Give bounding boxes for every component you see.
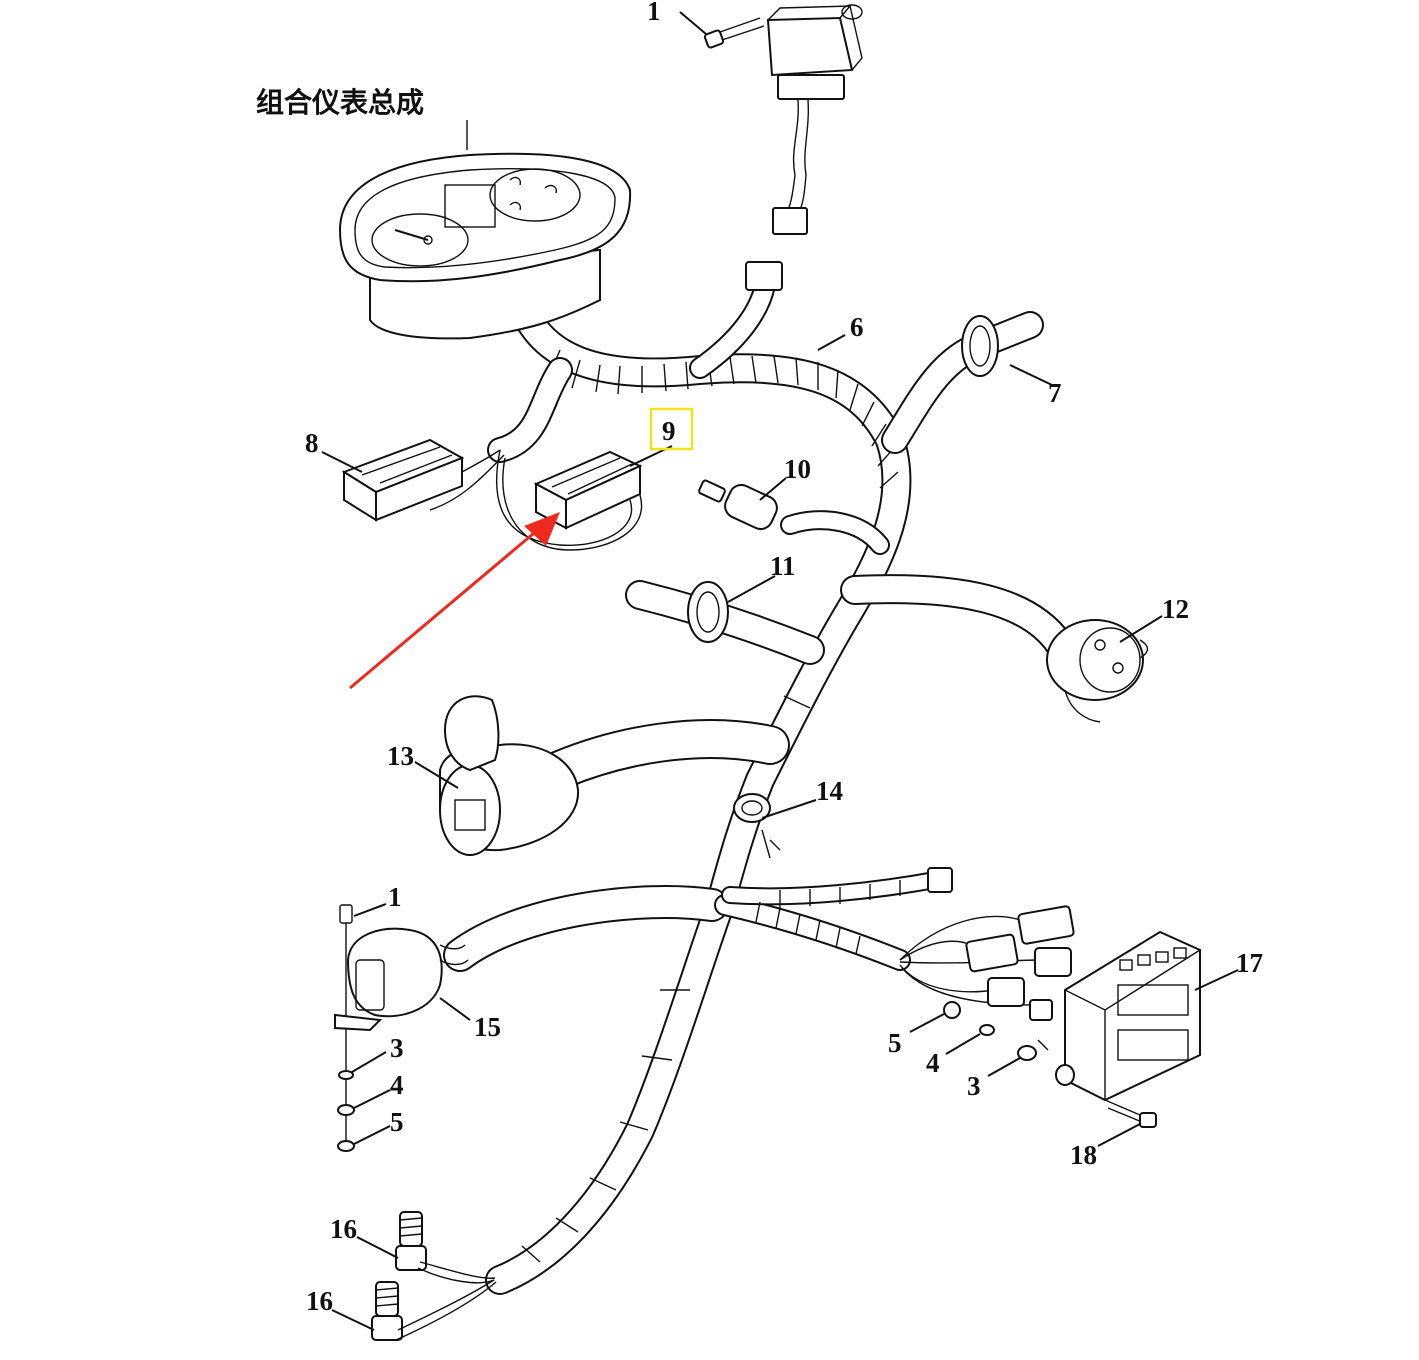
cluster-title: 组合仪表总成	[256, 86, 424, 119]
part-label-16-upper: 16	[330, 1214, 357, 1244]
instrument-cluster	[338, 120, 632, 340]
part-label-4-left: 4	[390, 1070, 404, 1100]
pressure-switch-16-upper	[395, 1211, 496, 1284]
part-label-7: 7	[1048, 378, 1062, 408]
bolt-icon	[679, 11, 765, 49]
relay-15	[334, 904, 469, 1152]
branch-to-top-connector	[689, 261, 783, 379]
part-label-3-right: 3	[967, 1071, 981, 1101]
switch-panel-8	[341, 438, 465, 522]
fuse-box-17	[1055, 930, 1201, 1102]
part-label-17: 17	[1236, 948, 1263, 978]
part-label-18: 18	[1070, 1140, 1097, 1170]
red-arrow-indicator	[349, 512, 560, 690]
branch-to-grommet-7	[881, 311, 1044, 454]
branch-to-socket-12	[840, 574, 1075, 660]
part-label-10: 10	[784, 454, 811, 484]
branch-to-relay-15	[443, 885, 729, 972]
key-switch-10	[698, 479, 778, 531]
highlight-box-9	[649, 407, 694, 451]
part-label-11: 11	[770, 551, 796, 581]
branch-to-socket-13	[540, 719, 790, 790]
part-label-1-top: 1	[647, 0, 661, 26]
part-label-13: 13	[387, 741, 414, 771]
socket-12	[1046, 619, 1149, 723]
part-label-6: 6	[850, 312, 864, 342]
grommet-14	[733, 793, 781, 859]
branch-to-key-switch	[780, 510, 890, 555]
connector-icon	[745, 261, 783, 291]
part-labels: 1 6 7 8 9 10 11 12 13 14 1 15 3 4 5 17 5…	[305, 0, 1263, 1316]
connectors-near-fuse-box	[965, 905, 1075, 1021]
part-label-14: 14	[816, 776, 843, 806]
grommet-icon	[687, 581, 729, 643]
socket-13	[439, 695, 580, 856]
relay-top	[766, 4, 863, 235]
part-label-12: 12	[1162, 594, 1189, 624]
part-label-16-lower: 16	[306, 1286, 333, 1316]
branch-to-grommet-11	[625, 580, 825, 665]
part-label-4-right: 4	[926, 1048, 940, 1078]
fasteners-right	[943, 1001, 1157, 1128]
part-label-9: 9	[662, 416, 676, 446]
part-label-8: 8	[305, 428, 319, 458]
leader-lines	[321, 334, 1239, 1331]
part-label-3-left: 3	[390, 1033, 404, 1063]
part-label-5-left: 5	[390, 1107, 404, 1137]
branch-to-fuse-box	[714, 867, 1041, 1006]
switch-panel-9	[533, 450, 643, 530]
part-label-15: 15	[474, 1012, 501, 1042]
part-label-5-right: 5	[888, 1028, 902, 1058]
pressure-switch-16-lower	[371, 1279, 497, 1341]
grommet-icon	[961, 315, 999, 377]
part-label-1-left: 1	[388, 882, 402, 912]
